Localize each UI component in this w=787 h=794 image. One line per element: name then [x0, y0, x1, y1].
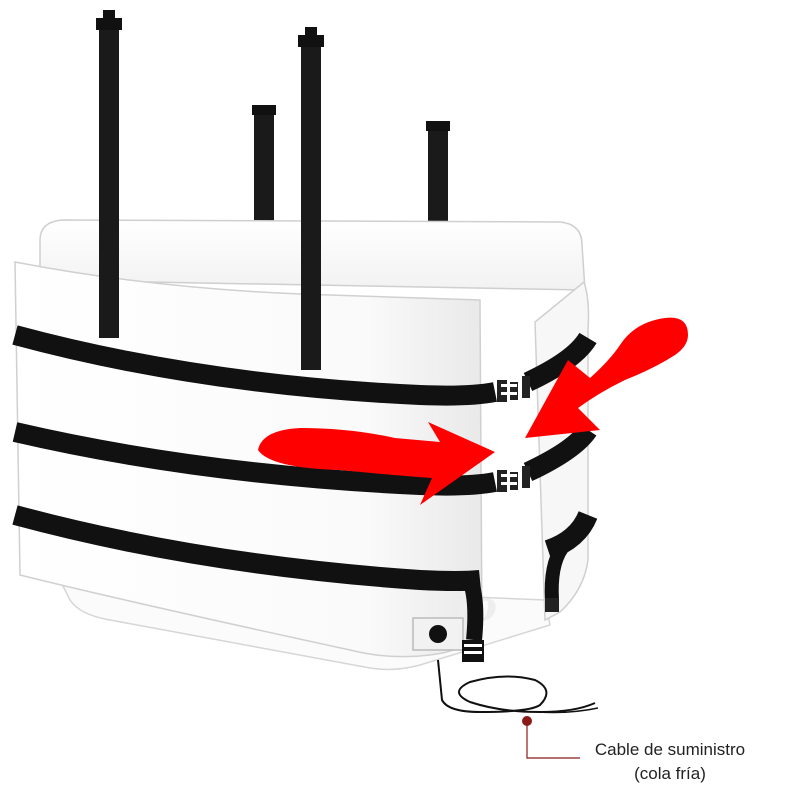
callout-line-1: Cable de suministro: [594, 740, 746, 759]
back-rod-left: [252, 105, 276, 222]
strap-middle: [12, 422, 597, 496]
callout-pointer: [522, 716, 580, 759]
supply-cable: [437, 659, 599, 714]
strap-bottom: [12, 505, 598, 591]
red-arrow-right: [258, 422, 495, 505]
power-connector-box: [412, 617, 464, 651]
strap-top: [12, 325, 597, 406]
callout-label: Cable de suministro (cola fría): [560, 738, 780, 786]
callout-line-2: (cola fría): [634, 764, 706, 783]
front-rod-center: [298, 27, 324, 370]
strap-middle-buckle: [497, 466, 530, 492]
side-hose: [544, 543, 568, 612]
strap-top-buckle: [497, 376, 530, 402]
cable-gland: [462, 577, 484, 662]
red-arrow-left: [525, 317, 688, 438]
back-rod-right: [426, 121, 450, 228]
front-rod-left: [96, 10, 122, 338]
